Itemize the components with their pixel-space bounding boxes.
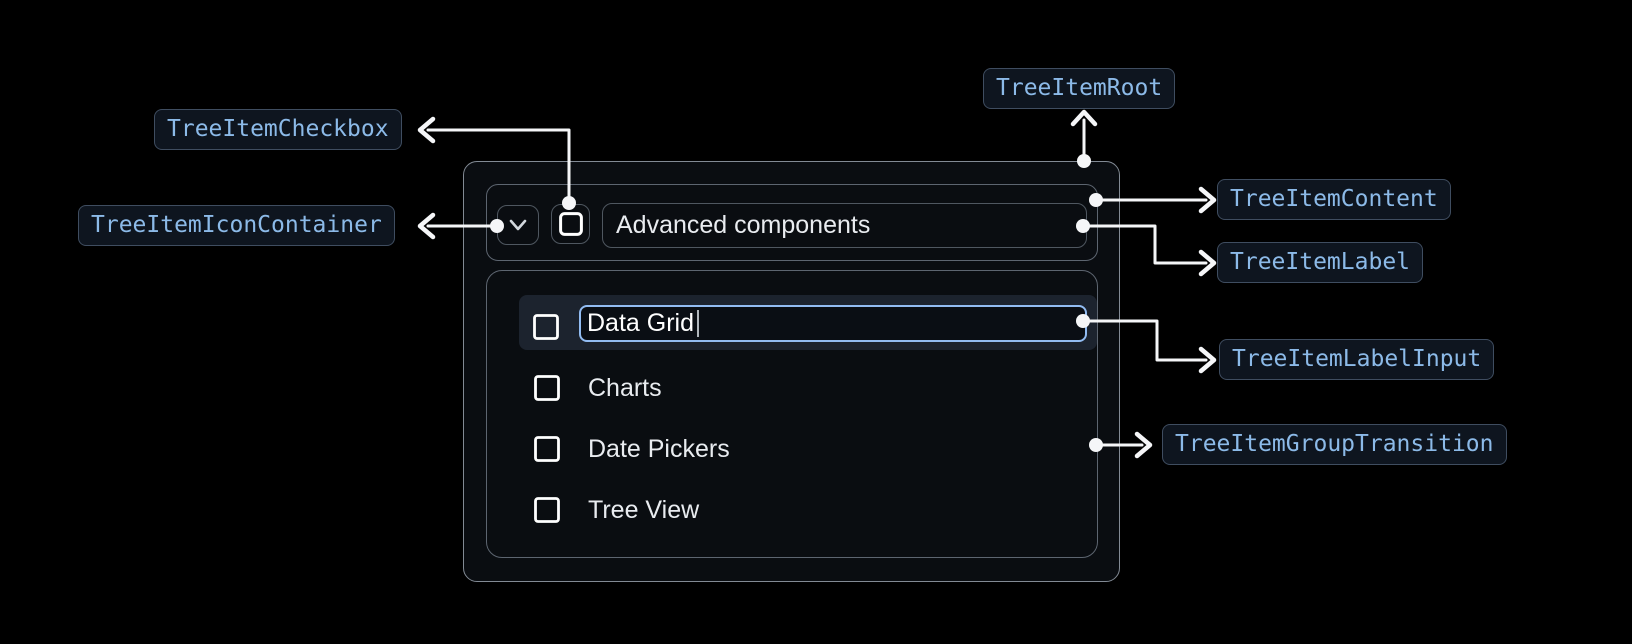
badge-tree-item-label-input: TreeItemLabelInput xyxy=(1219,339,1495,380)
text-caret xyxy=(696,310,700,337)
badge-tree-item-root: TreeItemRoot xyxy=(983,68,1176,109)
tree-row-label: Date Pickers xyxy=(588,434,730,463)
tree-row-editing[interactable]: Data Grid xyxy=(519,295,1097,350)
parent-label: Advanced components xyxy=(616,211,871,239)
arrowhead-right xyxy=(1198,186,1217,214)
tree-row-label: Tree View xyxy=(588,495,700,524)
badge-tree-item-label: TreeItemLabel xyxy=(1217,242,1424,283)
tree-row[interactable]: Tree View xyxy=(519,485,1097,535)
parent-checkbox-button[interactable] xyxy=(551,204,590,244)
arrowhead-left xyxy=(417,212,436,240)
badge-tree-item-content: TreeItemContent xyxy=(1217,179,1451,220)
tree-item-group-box: Data Grid Charts Date Pickers xyxy=(486,270,1098,558)
tree-item-root-box: Advanced components Data Grid Charts xyxy=(463,161,1120,582)
checkbox-unchecked-icon[interactable] xyxy=(534,375,560,401)
tree-item-content-box[interactable]: Advanced components xyxy=(486,184,1098,261)
checkbox-unchecked-icon[interactable] xyxy=(534,436,560,462)
tree-row[interactable]: Charts xyxy=(519,363,1097,413)
badge-tree-item-checkbox: TreeItemCheckbox xyxy=(154,109,402,150)
label-input-value: Data Grid xyxy=(587,309,694,337)
chevron-down-icon xyxy=(509,219,527,231)
arrowhead-right xyxy=(1134,431,1153,459)
tree-item-label-input-field[interactable]: Data Grid xyxy=(579,305,1087,342)
badge-tree-item-group-transition: TreeItemGroupTransition xyxy=(1162,424,1507,465)
checkbox-unchecked-icon[interactable] xyxy=(534,497,560,523)
checkbox-unchecked-icon xyxy=(558,212,583,236)
checkbox-unchecked-icon[interactable] xyxy=(533,314,559,340)
tree-row-label: Charts xyxy=(588,373,662,402)
arrowhead-up xyxy=(1070,109,1098,127)
tree-row[interactable]: Date Pickers xyxy=(519,424,1097,474)
arrowhead-right xyxy=(1198,249,1217,277)
expand-collapse-button[interactable] xyxy=(497,205,539,245)
arrowhead-right xyxy=(1198,346,1217,374)
tree-item-label-box[interactable]: Advanced components xyxy=(602,203,1087,248)
badge-tree-item-icon-container: TreeItemIconContainer xyxy=(78,205,395,246)
arrowhead-left xyxy=(417,116,436,144)
